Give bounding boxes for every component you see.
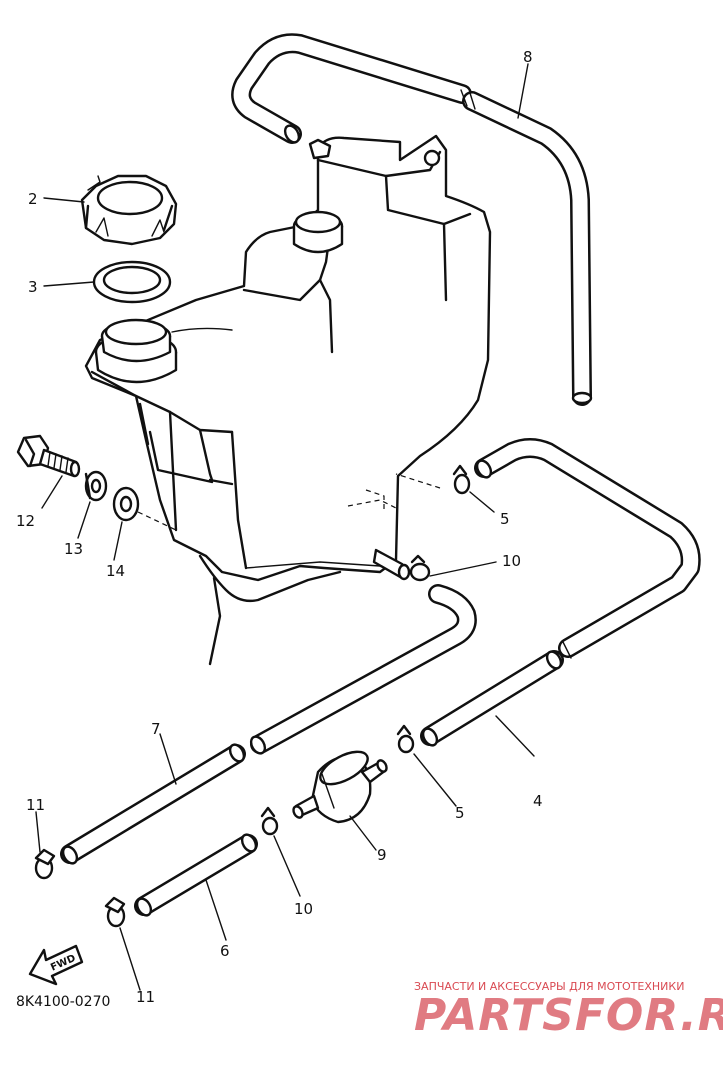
fwd-arrow-icon: FWD bbox=[28, 944, 84, 986]
clip-5-lower bbox=[396, 724, 415, 754]
hose-4 bbox=[420, 650, 564, 747]
callout-12: 12 bbox=[16, 512, 35, 530]
callout-9: 9 bbox=[377, 846, 387, 864]
grommet bbox=[112, 486, 177, 531]
coolant-reservoir-tank bbox=[84, 134, 492, 666]
lock-washer bbox=[84, 470, 108, 502]
leader-lines bbox=[35, 63, 535, 991]
drawing-code: 8K4100-0270 bbox=[16, 994, 110, 1010]
reservoir-cap bbox=[80, 174, 178, 246]
watermark: ЗАПЧАСТИ И АКСЕССУАРЫ ДЛЯ МОТОТЕХНИКИ PA… bbox=[414, 980, 723, 1041]
hose-6 bbox=[134, 833, 258, 917]
callout-11-upper: 11 bbox=[26, 796, 45, 814]
callout-10-lower: 10 bbox=[294, 900, 313, 918]
callout-2: 2 bbox=[28, 190, 38, 208]
callout-7: 7 bbox=[151, 720, 161, 738]
hose-7-upper bbox=[249, 584, 477, 755]
callout-11-lower: 11 bbox=[136, 988, 155, 1006]
callout-4: 4 bbox=[533, 792, 543, 810]
callout-5-lower: 5 bbox=[455, 804, 465, 822]
bolt bbox=[16, 434, 81, 478]
hose-right bbox=[474, 438, 701, 659]
clip-10-lower bbox=[260, 806, 279, 836]
hose-8 bbox=[231, 33, 593, 406]
callout-3: 3 bbox=[28, 278, 38, 296]
clip-5-upper bbox=[452, 464, 471, 495]
cap-gasket bbox=[92, 260, 172, 304]
callout-5-upper: 5 bbox=[500, 510, 510, 528]
clip-10-upper bbox=[409, 554, 431, 582]
callout-13: 13 bbox=[64, 540, 83, 558]
watermark-brand: PARTSFOR.RU bbox=[414, 990, 723, 1041]
callout-8: 8 bbox=[523, 48, 533, 66]
watermark-subtitle: ЗАПЧАСТИ И АКСЕССУАРЫ ДЛЯ МОТОТЕХНИКИ bbox=[414, 980, 684, 993]
hose-7 bbox=[60, 743, 246, 865]
check-valve bbox=[292, 750, 388, 824]
clip-11-upper bbox=[34, 848, 56, 880]
callout-6: 6 bbox=[220, 942, 230, 960]
clip-11-lower bbox=[104, 896, 126, 928]
callout-10-upper: 10 bbox=[502, 552, 521, 570]
callout-14: 14 bbox=[106, 562, 125, 580]
